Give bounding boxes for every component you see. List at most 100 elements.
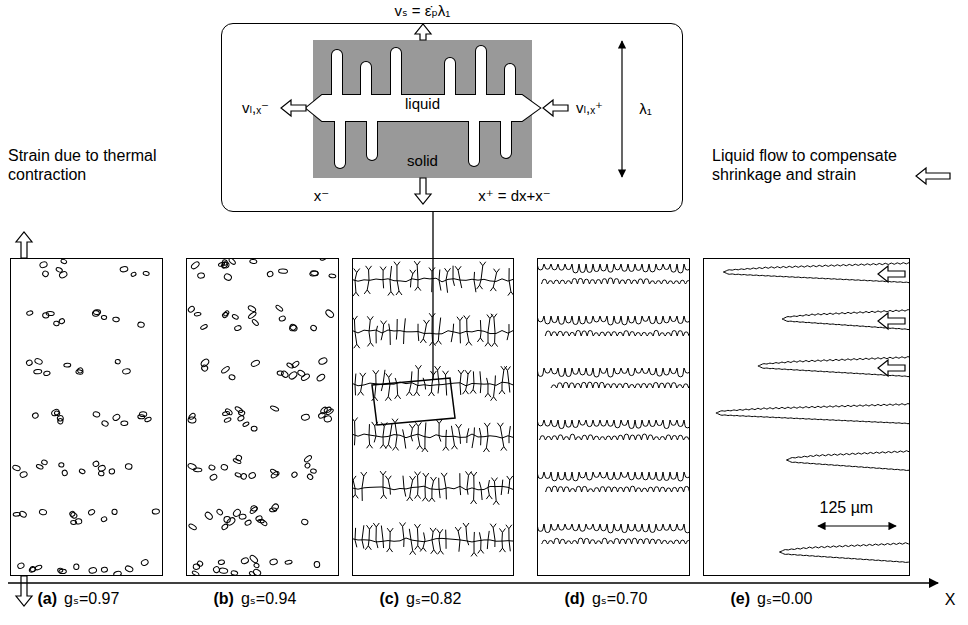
strain-arrow — [16, 576, 32, 606]
liquid-pocket — [70, 512, 78, 519]
liquid-pocket — [101, 516, 108, 522]
liquid-pocket — [200, 358, 210, 368]
stage-panel: (e)gₛ=0.00125 µm — [703, 258, 910, 576]
liquid-pocket — [29, 567, 36, 573]
liquid-pocket — [221, 523, 229, 530]
liquid-pocket — [139, 412, 146, 417]
stage-panel: (c)gₛ=0.82 — [352, 258, 514, 576]
liquid-pocket — [39, 509, 47, 516]
liquid-pocket — [249, 506, 258, 515]
liquid-pocket — [194, 312, 201, 316]
stage-panel: (a)gₛ=0.97 — [10, 258, 163, 576]
liquid-pocket — [242, 421, 249, 427]
flow-arrow — [916, 168, 950, 184]
liquid-outline — [505, 64, 515, 96]
liquid-pocket — [303, 454, 312, 463]
liquid-pocket — [64, 363, 71, 367]
liquid-pocket — [269, 558, 278, 565]
solid-fraction: gₛ=0.97 — [64, 590, 119, 608]
liquid-pocket — [197, 272, 205, 278]
velocity-arrow — [281, 100, 306, 116]
liquid-pocket — [275, 304, 284, 312]
solid-fraction: gₛ=0.94 — [241, 590, 296, 608]
liquid-region — [306, 95, 540, 121]
liquid-pocket — [237, 415, 245, 422]
liquid-pocket — [98, 471, 104, 477]
liquid-pocket — [208, 464, 215, 470]
liquid-pocket — [121, 421, 128, 426]
detail-frame — [372, 378, 455, 425]
dendrite-front — [537, 524, 690, 533]
liquid-region — [505, 64, 515, 96]
liquid-pocket — [310, 324, 318, 331]
liquid-pocket — [240, 473, 247, 480]
liquid-pocket — [58, 568, 63, 572]
liquid-pocket — [187, 305, 195, 313]
liquid-pocket — [235, 455, 242, 462]
equiaxed-grains — [187, 258, 336, 576]
dendrite-front — [537, 316, 690, 325]
liquid-pocket — [253, 563, 259, 569]
liquid-pocket — [310, 469, 316, 474]
liquid-pocket — [223, 310, 230, 317]
spacing-dimension — [621, 41, 622, 177]
liquid-pocket — [224, 516, 231, 522]
liquid-pocket — [216, 508, 224, 516]
velocity-arrow — [415, 178, 431, 204]
dendrite-network — [537, 264, 690, 544]
panel-letter: (d) — [565, 590, 585, 608]
liquid-pocket — [325, 408, 334, 416]
liquid-pocket — [188, 412, 196, 420]
liquid-pocket — [219, 568, 228, 574]
stage-panel: (b)gₛ=0.94 — [186, 258, 339, 576]
liquid-region — [445, 58, 455, 96]
dendrite-front — [537, 472, 690, 481]
liquid-pocket — [51, 408, 61, 417]
liquid-pocket — [234, 325, 242, 331]
liquid-region — [361, 62, 371, 96]
liquid-pocket — [220, 464, 228, 471]
panel-letter: (e) — [731, 590, 751, 608]
liquid-pocket — [34, 358, 43, 366]
liquid-pocket — [138, 415, 145, 419]
liquid-pocket — [125, 565, 134, 573]
liquid-pocket — [271, 503, 280, 512]
liquid-region — [391, 48, 401, 96]
liquid-outline — [445, 58, 455, 96]
dendrite-front — [541, 278, 690, 284]
flow-arrow — [878, 313, 905, 329]
liquid-pocket — [115, 359, 121, 364]
inset-box: vₛ = ε̇ₚλ₁vₗ,ₓ⁻liquidvₗ,ₓ⁺λ₁solidx⁻x⁺ = … — [221, 23, 683, 212]
dendrite-front — [537, 420, 690, 429]
liquid-outline — [335, 120, 345, 168]
liquid-pocket — [310, 270, 319, 276]
liquid-pocket — [270, 468, 279, 476]
panel-letter: (c) — [380, 590, 400, 608]
liquid-pocket — [69, 511, 76, 518]
liquid-pocket — [278, 269, 287, 274]
strain-arrow — [16, 232, 32, 258]
liquid-outline — [306, 95, 540, 121]
liquid-pocket — [101, 420, 109, 427]
channel-wall — [716, 413, 910, 424]
dendrite-network — [352, 258, 514, 556]
liquid-pocket — [291, 360, 300, 368]
liquid-pocket — [58, 271, 67, 279]
liquid-region — [501, 120, 511, 158]
liquid-pocket — [304, 462, 311, 469]
liquid-region — [367, 120, 377, 160]
liquid-pocket — [43, 313, 49, 318]
liquid-pocket — [152, 509, 160, 515]
liquid-pocket — [280, 370, 289, 379]
scale-label: 125 µm — [818, 499, 876, 517]
liquid-pocket — [288, 371, 298, 381]
grain-boundary — [352, 486, 514, 490]
liquid-pocket — [244, 519, 252, 526]
liquid-pocket — [285, 560, 293, 565]
liquid-pocket — [270, 470, 280, 479]
liquid-pocket — [19, 510, 28, 518]
liquid-pocket — [221, 366, 231, 375]
liquid-pocket — [223, 273, 232, 282]
velocity-label: vₗ,ₓ⁻ — [242, 99, 269, 116]
